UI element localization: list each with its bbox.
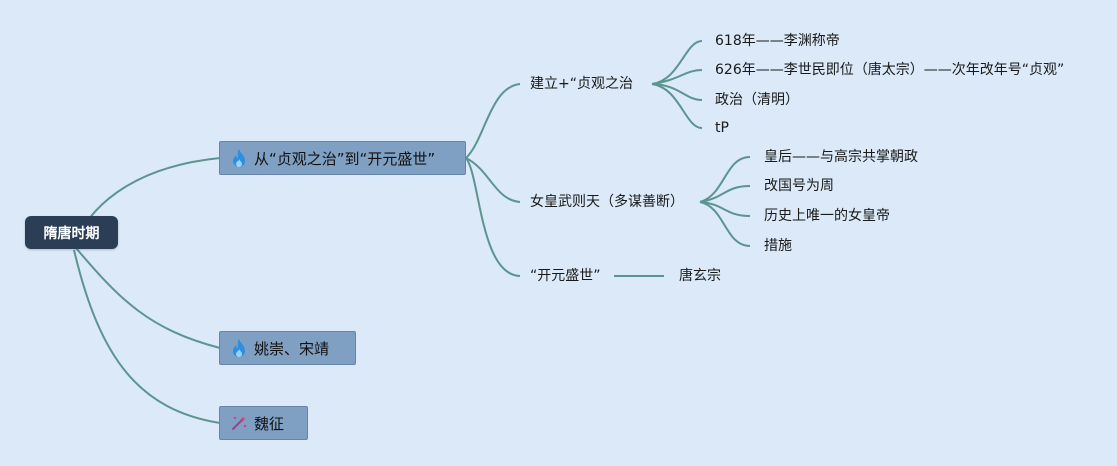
connector	[699, 201, 751, 247]
leaf-topic[interactable]: 618年——李渊称帝	[715, 33, 840, 49]
sub-topic-wu-zetian[interactable]: 女皇武则天（多谋善断）	[530, 194, 684, 210]
connector	[465, 157, 521, 203]
connector	[465, 157, 521, 277]
sub-topic-founding[interactable]: 建立+“贞观之治	[530, 76, 633, 92]
leaf-topic[interactable]: 措施	[764, 238, 792, 254]
sub-topic-kaiyuan[interactable]: “开元盛世”	[530, 268, 601, 284]
leaf-topic[interactable]: 皇后——与高宗共掌朝政	[764, 149, 918, 165]
connector	[699, 185, 751, 203]
root-label: 隋唐时期	[43, 225, 100, 242]
leaf-topic[interactable]: 唐玄宗	[679, 268, 721, 284]
fire-icon	[230, 148, 248, 168]
leaf-topic[interactable]: 626年——李世民即位（唐太宗）——次年改年号“贞观”	[715, 62, 1065, 78]
branch-label: 姚崇、宋靖	[254, 339, 330, 358]
connector	[651, 83, 703, 129]
connector	[651, 69, 703, 85]
branch-label: 魏征	[254, 414, 285, 433]
fire-icon	[230, 338, 248, 358]
connector	[699, 156, 751, 203]
connector	[75, 247, 221, 349]
connector	[465, 83, 521, 159]
branch-node-yaochong-songjing[interactable]: 姚崇、宋靖	[219, 331, 356, 365]
branch-node-zhenguan-kaiyuan[interactable]: 从“贞观之治”到“开元盛世”	[219, 141, 466, 175]
branch-node-weizheng[interactable]: 魏征	[219, 406, 308, 440]
branch-label: 从“贞观之治”到“开元盛世”	[254, 149, 436, 168]
leaf-topic[interactable]: 历史上唯一的女皇帝	[764, 208, 890, 224]
leaf-topic[interactable]: tP	[715, 120, 729, 136]
leaf-topic[interactable]: 改国号为周	[764, 178, 834, 194]
connector	[73, 249, 221, 424]
magic-wand-icon	[230, 414, 248, 432]
leaf-topic[interactable]: 政治（清明）	[715, 92, 799, 108]
root-node[interactable]: 隋唐时期	[25, 216, 118, 249]
